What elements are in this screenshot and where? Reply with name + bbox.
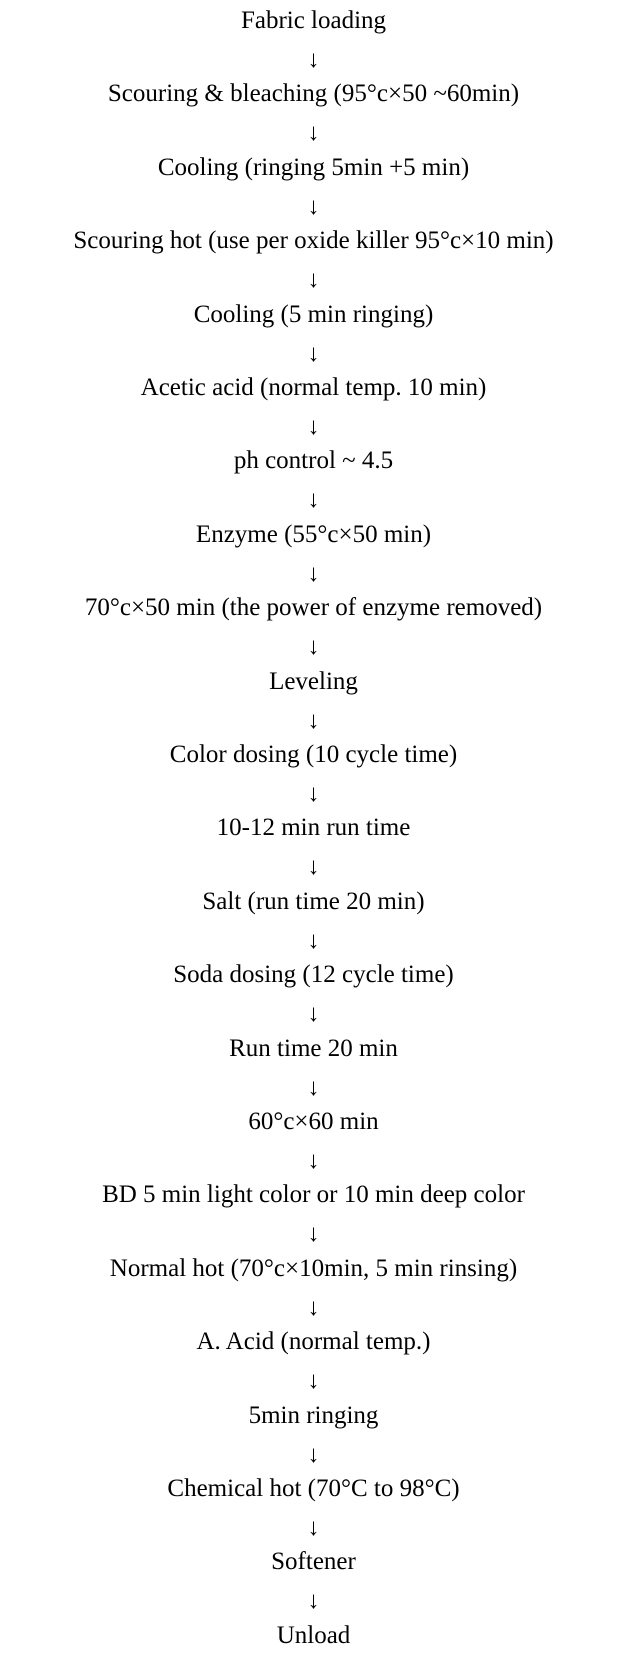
down-arrow-icon: ↓ bbox=[307, 1221, 320, 1248]
down-arrow-icon: ↓ bbox=[307, 1001, 320, 1028]
flow-step: Softener bbox=[271, 1548, 356, 1576]
down-arrow-icon: ↓ bbox=[307, 634, 320, 661]
flow-step: Normal hot (70°c×10min, 5 min rinsing) bbox=[109, 1254, 518, 1282]
flow-step: Cooling (5 min ringing) bbox=[193, 300, 434, 328]
flow-step: Chemical hot (70°C to 98°C) bbox=[167, 1475, 460, 1502]
flow-step: ph control ~ 4.5 bbox=[233, 447, 394, 475]
flow-step: Salt (run time 20 min) bbox=[202, 887, 425, 915]
down-arrow-icon: ↓ bbox=[307, 340, 320, 367]
flow-step: BD 5 min light color or 10 min deep colo… bbox=[102, 1181, 525, 1209]
flow-step: 10-12 min run time bbox=[216, 814, 411, 842]
flow-step: 60°c×60 min bbox=[248, 1108, 379, 1135]
down-arrow-icon: ↓ bbox=[307, 487, 320, 514]
down-arrow-icon: ↓ bbox=[307, 854, 320, 881]
down-arrow-icon: ↓ bbox=[307, 1074, 320, 1101]
down-arrow-icon: ↓ bbox=[307, 1368, 320, 1395]
flow-step: 70°c×50 min (the power of enzyme removed… bbox=[84, 594, 543, 622]
down-arrow-icon: ↓ bbox=[307, 1148, 320, 1174]
flow-step: Scouring hot (use per oxide killer 95°c×… bbox=[73, 227, 554, 255]
down-arrow-icon: ↓ bbox=[307, 927, 320, 954]
down-arrow-icon: ↓ bbox=[307, 1515, 320, 1541]
down-arrow-icon: ↓ bbox=[307, 1588, 320, 1615]
down-arrow-icon: ↓ bbox=[307, 193, 320, 220]
down-arrow-icon: ↓ bbox=[307, 560, 320, 587]
down-arrow-icon: ↓ bbox=[307, 120, 320, 147]
down-arrow-icon: ↓ bbox=[307, 267, 320, 294]
down-arrow-icon: ↓ bbox=[307, 414, 320, 440]
flow-step: Color dosing (10 cycle time) bbox=[169, 741, 458, 768]
flow-step: Leveling bbox=[269, 667, 358, 695]
flow-step: Soda dosing (12 cycle time) bbox=[173, 961, 454, 989]
flow-step: Acetic acid (normal temp. 10 min) bbox=[140, 374, 487, 401]
flow-step: Cooling (ringing 5min +5 min) bbox=[157, 153, 470, 181]
down-arrow-icon: ↓ bbox=[307, 47, 320, 73]
flow-step: Unload bbox=[276, 1621, 351, 1649]
flow-step: 5min ringing bbox=[248, 1401, 379, 1429]
down-arrow-icon: ↓ bbox=[307, 781, 320, 807]
flow-step: Scouring & bleaching (95°c×50 ~60min) bbox=[107, 80, 520, 108]
down-arrow-icon: ↓ bbox=[307, 1294, 320, 1321]
flow-step: Run time 20 min bbox=[229, 1034, 398, 1062]
flow-step: A. Acid (normal temp.) bbox=[196, 1328, 431, 1356]
flow-step: Fabric loading bbox=[240, 7, 387, 34]
down-arrow-icon: ↓ bbox=[307, 1441, 320, 1468]
flow-step: Enzyme (55°c×50 min) bbox=[195, 520, 432, 548]
down-arrow-icon: ↓ bbox=[307, 707, 320, 734]
